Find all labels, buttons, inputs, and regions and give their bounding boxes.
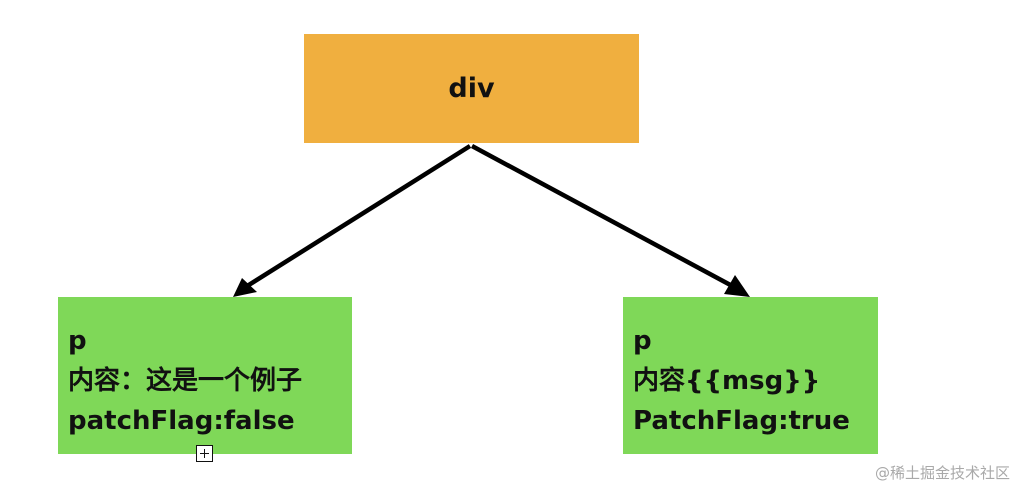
dynamic-p-node: p 内容{{msg}} PatchFlag:true bbox=[623, 297, 878, 454]
static-p-content: 内容：这是一个例子 bbox=[68, 366, 303, 396]
expand-icon[interactable] bbox=[196, 445, 213, 462]
div-node: div bbox=[304, 34, 639, 143]
static-p-patchflag: patchFlag:false bbox=[68, 406, 295, 436]
dynamic-p-patchflag: PatchFlag:true bbox=[633, 406, 850, 436]
arrowhead-left bbox=[233, 278, 257, 297]
dynamic-p-tag: p bbox=[633, 326, 652, 356]
watermark: @稀土掘金技术社区 bbox=[874, 464, 1010, 482]
div-node-label: div bbox=[448, 73, 495, 104]
dynamic-p-content: 内容{{msg}} bbox=[633, 366, 821, 396]
edge-div-to-right-p bbox=[470, 144, 738, 290]
arrowhead-right bbox=[724, 275, 750, 297]
static-p-node: p 内容：这是一个例子 patchFlag:false bbox=[58, 297, 352, 454]
static-p-tag: p bbox=[68, 326, 87, 356]
edge-div-to-left-p bbox=[242, 144, 472, 290]
